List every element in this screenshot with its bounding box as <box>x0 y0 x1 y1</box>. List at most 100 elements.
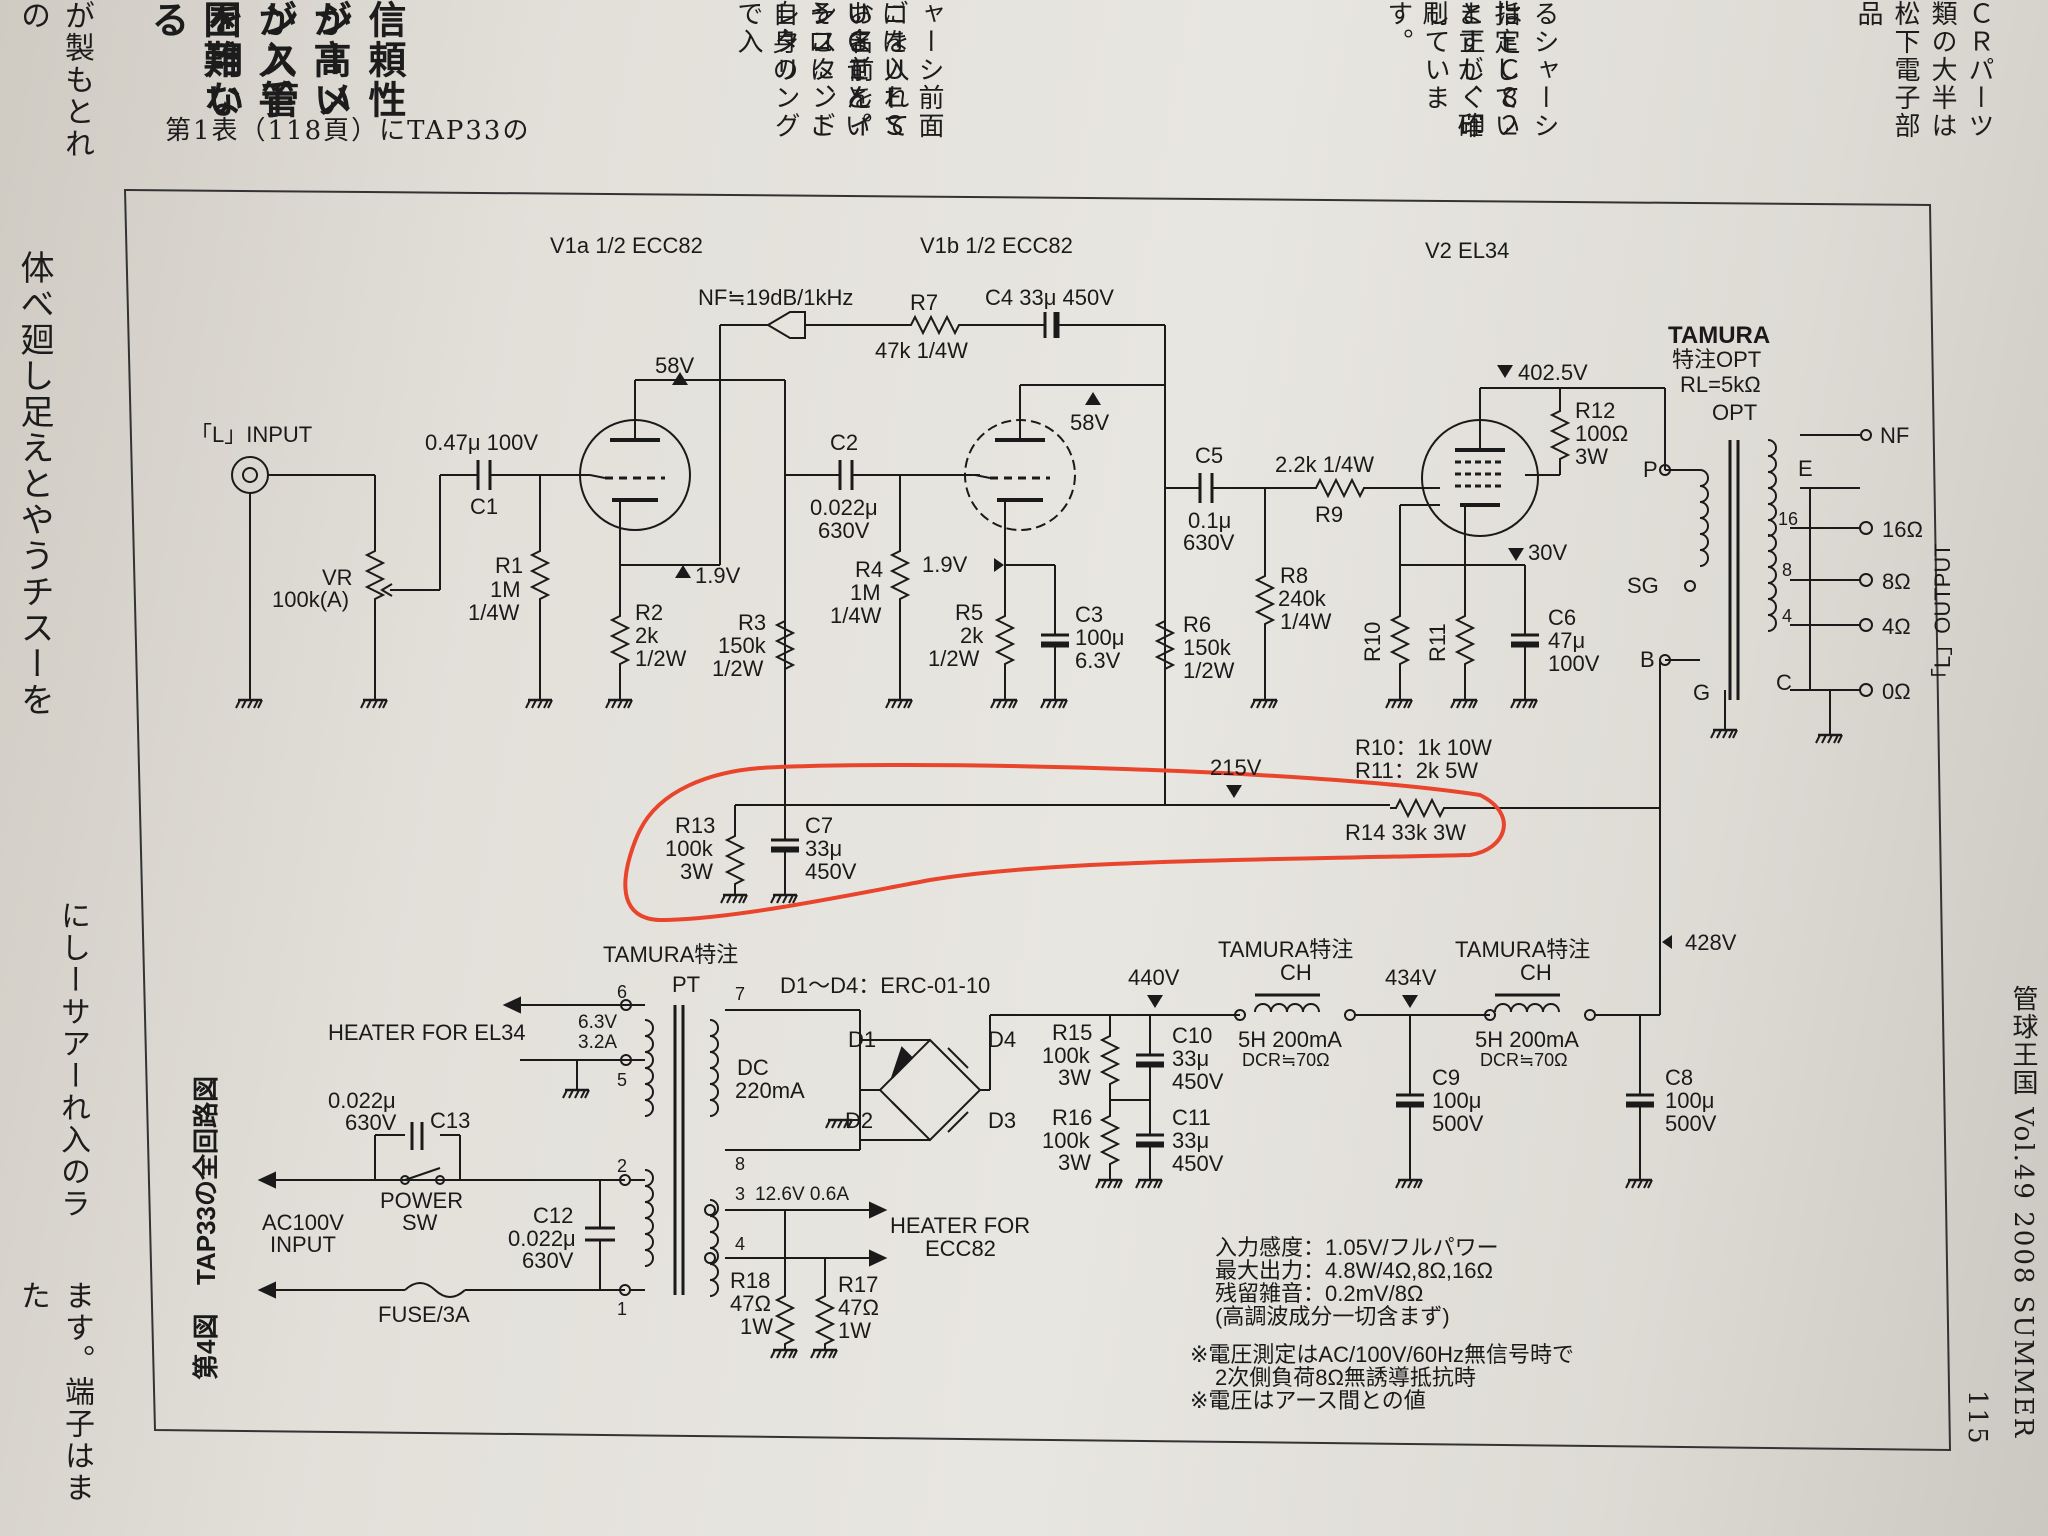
v1a-tube-icon <box>579 380 691 565</box>
c13-name: C13 <box>430 1108 470 1133</box>
r9-name: R9 <box>1315 502 1343 527</box>
c1-capacitor <box>440 460 590 490</box>
out-4: 4Ω <box>1882 614 1911 639</box>
c9-name: C9 <box>1432 1065 1460 1090</box>
opt-b: B <box>1640 647 1655 672</box>
d1-label: D1 <box>848 1027 876 1052</box>
power-switch-label-2: SW <box>402 1210 438 1235</box>
v2-plate-voltage: 402.5V <box>1518 360 1588 385</box>
out-16: 16Ω <box>1882 517 1923 542</box>
v2-el34-tube-icon <box>1421 388 1539 537</box>
r10-spec: R10：1k 10W <box>1355 735 1492 760</box>
r12-name: R12 <box>1575 398 1615 423</box>
c5-value-2: 630V <box>1183 530 1235 555</box>
r12-value-1: 100Ω <box>1575 421 1628 446</box>
r18-name: R18 <box>730 1268 770 1293</box>
dc-label: DC <box>737 1055 769 1080</box>
r18-value-2: 1W <box>740 1314 773 1339</box>
r6-value-1: 150k <box>1183 635 1232 660</box>
note-measurement-2: 2次側負荷8Ω無誘導抵抗時 <box>1215 1365 1476 1390</box>
r6-name: R6 <box>1183 612 1211 637</box>
r13-resistor <box>726 829 744 891</box>
v1b-tube-icon <box>964 385 1076 565</box>
article-body-line: ＣＲパーツ類の大半は松下電子部品 <box>1853 0 1994 140</box>
volume-potentiometer <box>366 475 441 700</box>
c9-value-2: 500V <box>1432 1111 1484 1136</box>
opt-sg: SG <box>1627 573 1659 598</box>
r3-name: R3 <box>738 610 766 635</box>
choke-2-value-2: DCR≒70Ω <box>1480 1050 1568 1070</box>
opt-name: OPT <box>1712 400 1757 425</box>
v1a-cathode-voltage: 1.9V <box>695 563 741 588</box>
c5-name: C5 <box>1195 443 1223 468</box>
power-transformer-icon <box>644 1005 719 1297</box>
ac-input-label-2: INPUT <box>270 1232 336 1257</box>
r11-name: R11 <box>1425 623 1450 662</box>
r8-resistor <box>1256 569 1274 631</box>
d4-label: D4 <box>988 1027 1016 1052</box>
heater-ecc82-label-2: ECC82 <box>925 1236 996 1261</box>
v2-cathode-voltage: 30V <box>1528 540 1567 565</box>
d2-label: D2 <box>845 1108 873 1133</box>
input-label: 「L」INPUT <box>190 422 312 447</box>
spec-input-sensitivity: 入力感度：1.05V/フルパワー <box>1215 1235 1499 1260</box>
choke-2-brand: TAMURA特注 <box>1455 937 1590 962</box>
c3-value-2: 6.3V <box>1075 648 1121 673</box>
r5-name: R5 <box>955 600 983 625</box>
opt-p: P <box>1643 457 1658 482</box>
c13-value-2: 630V <box>345 1110 397 1135</box>
opt-rl: RL=5kΩ <box>1680 372 1761 397</box>
r13-name: R13 <box>675 813 715 838</box>
r16-value-1: 100k <box>1042 1128 1091 1153</box>
c11-value-2: 450V <box>1172 1151 1224 1176</box>
c8-name: C8 <box>1665 1065 1693 1090</box>
b-plus-434v: 434V <box>1385 965 1437 990</box>
opt-g: G <box>1693 680 1710 705</box>
c6-value-1: 47μ <box>1548 628 1585 653</box>
c7-value-1: 33μ <box>805 836 842 861</box>
r2-resistor <box>611 609 629 671</box>
diode-spec: D1～D4：ERC-01-10 <box>780 973 990 998</box>
r15-value-2: 3W <box>1058 1065 1091 1090</box>
dc-current: 220mA <box>735 1078 805 1103</box>
b-plus-215v: 215V <box>1210 755 1262 780</box>
c8-capacitor <box>1624 1093 1656 1108</box>
heater-ecc82-rating: 12.6V 0.6A <box>755 1184 849 1205</box>
left-margin-text: 体べ廻し足えとやうチスーを <box>14 250 54 718</box>
r7-resistor <box>904 316 966 334</box>
out-8: 8Ω <box>1882 569 1911 594</box>
c6-value-2: 100V <box>1548 651 1600 676</box>
r10-name: R10 <box>1360 622 1385 662</box>
r4-value-1: 1M <box>850 580 881 605</box>
note-measurement-1: ※電圧測定はAC/100V/60Hz無信号時で <box>1190 1342 1574 1367</box>
r11-resistor <box>1456 609 1474 671</box>
v1b-cathode-voltage: 1.9V <box>922 552 968 577</box>
r4-value-2: 1/4W <box>830 603 882 628</box>
output-label: 「L」OUTPUT <box>1930 543 1955 690</box>
r14-resistor <box>1389 799 1451 817</box>
fuse-label: FUSE/3A <box>378 1302 470 1327</box>
r12-resistor <box>1551 404 1569 466</box>
r1-value-1: 1M <box>490 577 521 602</box>
c3-name: C3 <box>1075 602 1103 627</box>
r7-value: 47k 1/4W <box>875 338 968 363</box>
r17-value-2: 1W <box>838 1318 871 1343</box>
c3-value-1: 100μ <box>1075 625 1124 650</box>
r5-value-2: 1/2W <box>928 646 980 671</box>
r1-value-2: 1/4W <box>468 600 520 625</box>
b-plus-440v: 440V <box>1128 965 1180 990</box>
r16-value-2: 3W <box>1058 1150 1091 1175</box>
nf-arrow-icon <box>766 311 806 339</box>
c3-capacitor <box>1039 633 1071 648</box>
b-plus-428v: 428V <box>1685 930 1737 955</box>
c10-value-2: 450V <box>1172 1069 1224 1094</box>
article-body-line: ャーシ前面にはＵＥＳＵＧＩというロ <box>803 0 944 140</box>
power-switch-icon <box>404 1167 441 1181</box>
r14-label: R14 33k 3W <box>1345 820 1466 845</box>
v1b-plate-voltage: 58V <box>1070 410 1109 435</box>
c10-value-1: 33μ <box>1172 1046 1209 1071</box>
choke-1-value-2: DCR≒70Ω <box>1242 1050 1330 1070</box>
c8-value-2: 500V <box>1665 1111 1717 1136</box>
fuse-icon <box>404 1282 466 1298</box>
